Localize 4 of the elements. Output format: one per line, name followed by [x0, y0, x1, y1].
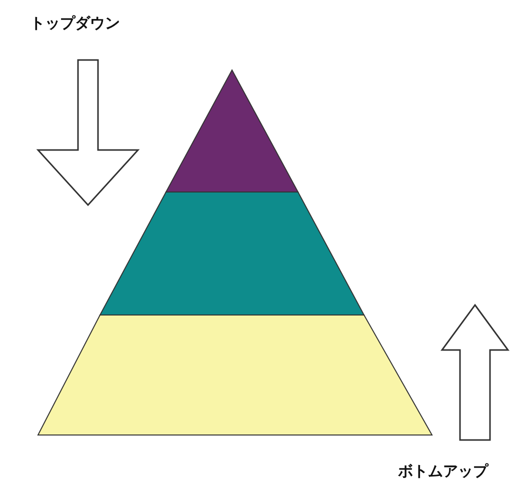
pyramid-tier — [100, 192, 364, 315]
pyramid-tier — [38, 315, 432, 435]
direction-label: トップダウン — [30, 14, 120, 33]
direction-label: ボトムアップ — [398, 462, 488, 481]
